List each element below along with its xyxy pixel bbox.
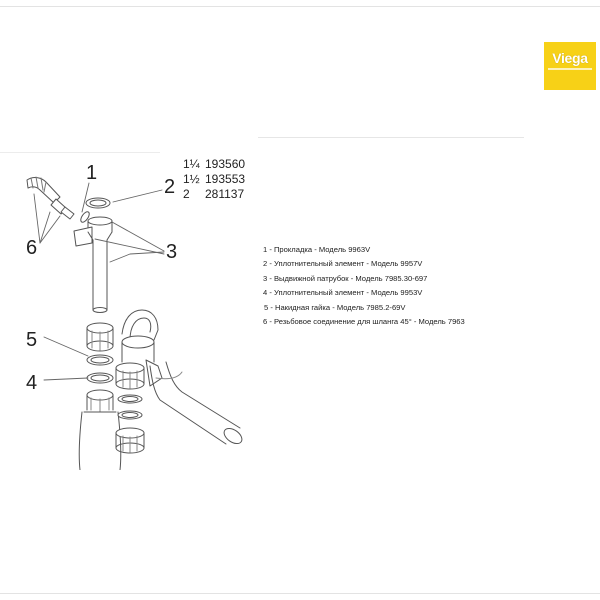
article-number: 281137 (205, 187, 245, 201)
lower-fitting-part (78, 389, 122, 470)
size-row: 1½ 193553 (183, 172, 245, 187)
callout-4: 4 (26, 372, 38, 394)
callout-5: 5 (26, 329, 38, 351)
size-row: 1¼ 193560 (183, 157, 245, 172)
logo-bar (548, 68, 592, 70)
extension-tube-part (73, 216, 113, 313)
leader-lines (33, 182, 165, 381)
parts-legend: 1 - Прокладка - Модель 9963V 2 - Уплотни… (263, 243, 465, 329)
logo-text: Viega (552, 50, 588, 66)
article-number: 193553 (205, 172, 246, 186)
size-value: 2 (183, 187, 190, 201)
union-nut-part (86, 322, 114, 352)
callout-3: 3 (166, 241, 178, 263)
legend-item: 4 - Уплотнительный элемент - Модель 9953… (263, 288, 423, 298)
legend-item: 2 - Уплотнительный элемент - Модель 9957… (263, 259, 423, 269)
right-nut-part (115, 362, 145, 454)
elbow-part (121, 309, 159, 363)
legend-item: 1 - Прокладка - Модель 9963V (263, 245, 371, 254)
article-number: 193560 (205, 157, 246, 171)
size-table: 1¼ 193560 1½ 193553 2 281137 (183, 157, 245, 202)
viega-logo: Viega (544, 42, 596, 90)
callout-2: 2 (164, 176, 176, 198)
exploded-parts-drawing (26, 176, 243, 470)
size-value: 1½ (183, 172, 200, 186)
gasket-part (80, 211, 90, 223)
size-row: 2 281137 (183, 187, 245, 202)
legend-item: 6 - Резьбовое соединение для шланга 45° … (263, 317, 465, 327)
legend-item: 5 - Накидная гайка - Модель 7985.2-69V (264, 302, 406, 312)
hose-connector-part (26, 176, 75, 220)
angled-pipe-part (145, 359, 243, 445)
divider-line-left (0, 152, 160, 153)
seal-ring-part (85, 197, 111, 209)
image-frame (0, 6, 600, 594)
divider-line (258, 137, 524, 138)
callout-6: 6 (26, 237, 38, 259)
seal-ring-part-4 (86, 354, 114, 384)
callout-1: 1 (86, 162, 98, 184)
size-value: 1¼ (183, 157, 200, 171)
legend-item: 3 - Выдвижной патрубок - Модель 7985.30-… (263, 273, 428, 283)
